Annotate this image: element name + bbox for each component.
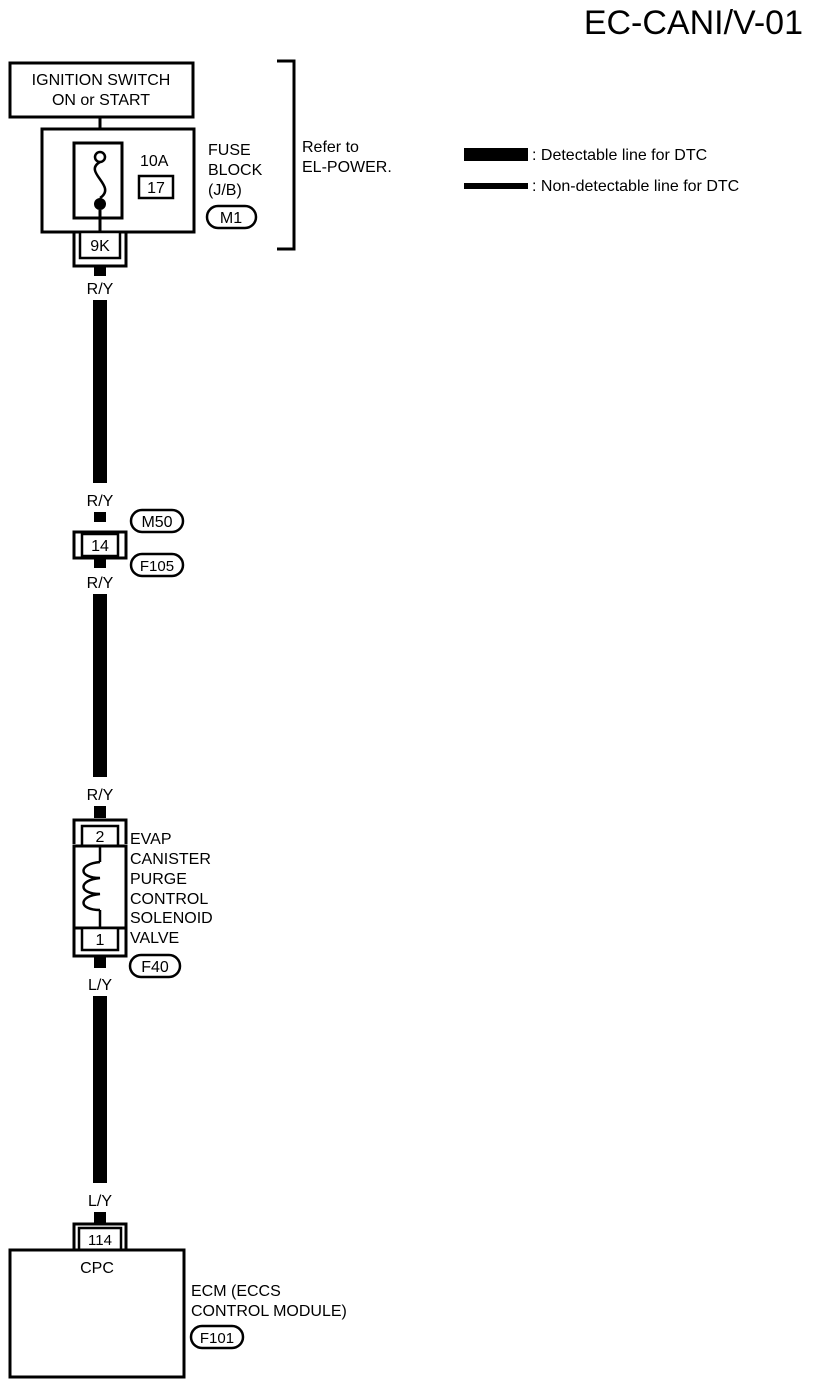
wire-color-joint-out: R/Y — [87, 575, 114, 592]
fuse-number-box — [137, 174, 175, 200]
ecm-terminal: 114 — [88, 1232, 112, 1249]
ecm-name-line1: ECM (ECCS — [191, 1283, 281, 1300]
joint-connector-bottom: F105 — [140, 558, 174, 575]
reference-line2: EL-POWER. — [302, 159, 392, 176]
joint-connector-top: M50 — [141, 514, 172, 531]
legend-detectable-label: : Detectable line for DTC — [532, 147, 707, 164]
ignition-switch-label-line1: IGNITION SWITCH — [32, 72, 171, 89]
solenoid-name-line-6: VALVE — [130, 930, 179, 947]
fuse-block-name-line1: FUSE — [208, 142, 251, 159]
fuse-block-name-line2: BLOCK — [208, 162, 263, 179]
fuse-terminal-bottom — [94, 198, 106, 210]
wire-ry-lower — [93, 594, 107, 777]
solenoid-bottom-terminal: 1 — [96, 932, 105, 949]
joint-connector-shell-top — [72, 530, 128, 546]
page-title: EC-CANI/V-01 — [584, 4, 803, 42]
legend-detectable-line-swatch — [464, 148, 528, 161]
reference-line1: Refer to — [302, 139, 359, 156]
ecm-connector-shell — [72, 1222, 128, 1250]
wire-ry-upper — [93, 300, 107, 483]
wire-fuse-stub — [94, 266, 106, 276]
joint-terminal-box — [80, 532, 120, 558]
ecm-box — [8, 1248, 186, 1379]
joint-terminal-label: 14 — [91, 538, 109, 555]
solenoid-name-line-5: SOLENOID — [130, 910, 213, 927]
solenoid-name-line-1: EVAP — [130, 831, 172, 848]
wire-color-ecm-in: L/Y — [88, 1193, 112, 1210]
solenoid-top-connector-shell — [72, 818, 128, 844]
fuse-terminal-box — [78, 230, 122, 260]
fuse-block-connector-badge — [205, 204, 258, 230]
ecm-connector: F101 — [200, 1330, 234, 1347]
solenoid-connector: F40 — [141, 959, 169, 976]
fuse-amperage: 10A — [140, 153, 169, 170]
legend-non-detectable-line-swatch — [464, 183, 528, 189]
wire-valve-bottom-stub — [94, 956, 106, 968]
solenoid-top-terminal: 2 — [96, 829, 105, 846]
wire-color-fuse-out: R/Y — [87, 281, 114, 298]
legend-non-detectable-label: : Non-detectable line for DTC — [532, 178, 739, 195]
solenoid-coil-icon — [82, 860, 101, 912]
wire-joint-bottom-stub — [94, 558, 106, 568]
fuse-terminal-label: 9K — [90, 238, 110, 255]
joint-connector-bottom-badge — [129, 552, 185, 578]
solenoid-connector-badge — [128, 953, 182, 979]
fuse-block-name-line3: (J/B) — [208, 182, 242, 199]
wire-ly — [93, 996, 107, 1183]
fuse-number: 17 — [147, 180, 165, 197]
wire-color-valve-out: L/Y — [88, 977, 112, 994]
fuse-element-icon — [93, 160, 107, 200]
ignition-switch-box — [8, 61, 195, 119]
power-reference-bracket — [277, 59, 296, 251]
solenoid-bottom-terminal-box — [80, 926, 120, 952]
ecm-pin-name: CPC — [80, 1260, 114, 1277]
solenoid-name-line-3: PURGE — [130, 871, 187, 888]
fuse-terminal-top — [93, 150, 107, 164]
ignition-switch-label-line2: ON or START — [52, 92, 150, 109]
wire-color-joint-in: R/Y — [87, 493, 114, 510]
fuse-holder — [72, 141, 124, 220]
wire-color-valve-in: R/Y — [87, 787, 114, 804]
wire-valve-top-stub — [94, 806, 106, 818]
solenoid-name-line-4: CONTROL — [130, 891, 208, 908]
joint-connector-top-badge — [129, 508, 185, 534]
ecm-name-line2: CONTROL MODULE) — [191, 1303, 347, 1320]
wire-joint-top-stub — [94, 512, 106, 522]
wire-ecm-stub — [94, 1212, 106, 1224]
solenoid-name-line-2: CANISTER — [130, 851, 211, 868]
fuse-block-connector: M1 — [220, 210, 242, 227]
ecm-connector-badge — [189, 1324, 245, 1350]
